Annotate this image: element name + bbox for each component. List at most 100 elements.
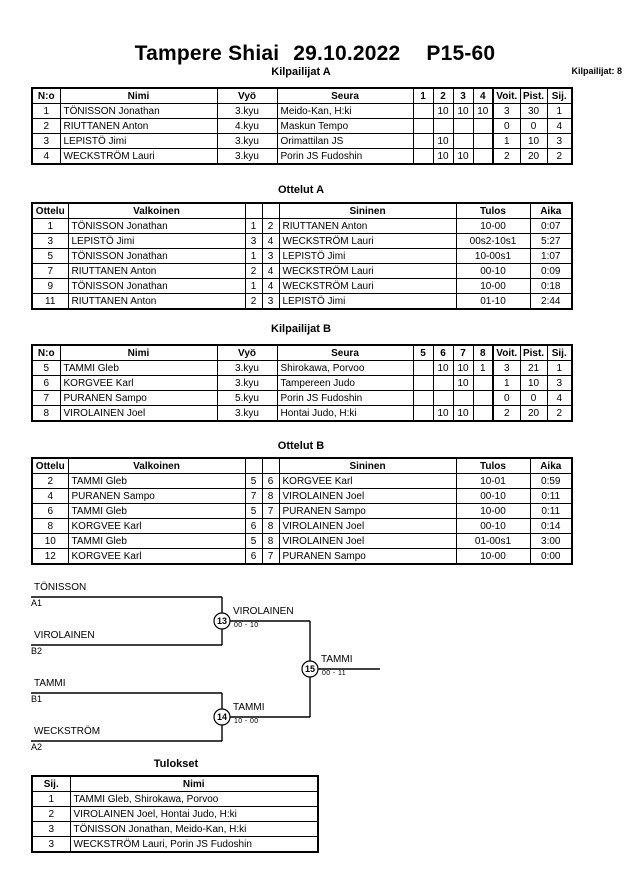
competitor-belt: 5.kyu [216,390,278,406]
bracket-entry-name-2: VIROLAINEN [34,630,95,641]
blue-competitor: WECKSTRÖM Lauri [278,233,457,249]
match-number: 3 [31,233,69,249]
match-score-2 [432,118,454,134]
white-competitor: TÖNISSON Jonathan [67,278,246,294]
blue-competitor-number: 3 [261,293,280,310]
match-score-2: 10 [432,148,454,165]
col-match-7: 7 [452,344,474,361]
white-competitor-number: 6 [244,548,263,565]
col-rank: Sij. [31,775,71,792]
match-result: 00-10 [455,263,531,279]
match-time: 2:44 [529,293,573,310]
blue-competitor: PURANEN Sampo [278,503,457,519]
col-match-no: Ottelu [31,457,69,474]
blue-competitor-number: 6 [261,473,280,489]
event-name: Tampere Shiai [134,42,280,65]
competitor-name: WECKSTRÖM Lauri [59,148,218,165]
bracket-lines [31,596,380,742]
match-score-1 [412,390,434,406]
blue-competitor-number: 3 [261,248,280,264]
white-competitor: KORGVEE Karl [67,548,246,565]
match-time: 0:18 [529,278,573,294]
blue-competitor: PURANEN Sampo [278,548,457,565]
match-score-1 [412,133,434,149]
col-blue: Sininen [278,202,457,219]
pool-a-table: N:o Nimi Vyö Seura 1 2 3 4 Voit. Pist. S… [31,87,573,165]
match-score-1 [412,148,434,165]
match-time: 0:14 [529,518,573,534]
match-number: 10 [31,533,69,549]
blue-competitor-number: 7 [261,548,280,565]
competitor-wins: 3 [492,360,521,376]
match-result: 01-00s1 [455,533,531,549]
white-competitor-number: 6 [244,518,263,534]
competitor-club: Hontai Judo, H:ki [276,405,414,422]
match-score-2 [432,375,454,391]
bracket-entry-seed-4: A2 [31,742,43,752]
competitor-club: Tampereen Judo [276,375,414,391]
matches-b-caption: Ottelut B [277,440,325,452]
competitor-number: 1 [31,103,61,119]
white-competitor: TÖNISSON Jonathan [67,248,246,264]
blue-competitor-number: 8 [261,488,280,504]
result-name: VIROLAINEN Joel, Hontai Judo, H:ki [69,806,319,822]
match-result: 10-00s1 [455,248,531,264]
col-white: Valkoinen [67,457,246,474]
col-name: Nimi [59,87,218,104]
pool-b-table: N:o Nimi Vyö Seura 5 6 7 8 Voit. Pist. S… [31,344,573,422]
col-wins: Voit. [492,344,521,361]
col-rank: Sij. [546,344,573,361]
competitor-rank: 2 [546,148,573,165]
match-time: 0:09 [529,263,573,279]
competitor-points: 20 [519,148,548,165]
competitor-wins: 3 [492,103,521,119]
col-result: Tulos [455,457,531,474]
competitor-club: Shirokawa, Porvoo [276,360,414,376]
blue-competitor: LEPISTÖ Jimi [278,293,457,310]
competitor-number: 7 [31,390,61,406]
match-score-2: 10 [432,103,454,119]
competitor-name: TÖNISSON Jonathan [59,103,218,119]
bracket-match-number-13: 13 [216,616,227,626]
matches-b-header-row: Ottelu Valkoinen Sininen Tulos Aika [31,457,573,474]
match-score-3: 10 [452,375,474,391]
col-white-no [244,202,263,219]
match-result: 10-00 [455,503,531,519]
result-rank: 3 [31,821,71,837]
match-number: 1 [31,218,69,234]
col-blue-no [261,457,280,474]
result-name: TAMMI Gleb, Shirokawa, Porvoo [69,791,319,807]
competitor-points: 20 [519,405,548,422]
match-number: 4 [31,488,69,504]
col-rank: Sij. [546,87,573,104]
competitor-points: 10 [519,375,548,391]
white-competitor-number: 1 [244,248,263,264]
competitor-name: PURANEN Sampo [59,390,218,406]
match-time: 5:27 [529,233,573,249]
blue-competitor-number: 7 [261,503,280,519]
competitor-points: 21 [519,360,548,376]
match-time: 0:11 [529,488,573,504]
result-rank: 1 [31,791,71,807]
event-category: P15-60 [426,42,496,65]
bracket-entry-seed-3: B1 [31,694,43,704]
col-belt: Vyö [216,344,278,361]
match-result: 00s2-10s1 [455,233,531,249]
bracket-entry-seed-2: B2 [31,646,43,656]
white-competitor: PURANEN Sampo [67,488,246,504]
match-number: 11 [31,293,69,310]
pool-a-caption: Kilpailijat A [271,66,331,78]
competitor-name: VIROLAINEN Joel [59,405,218,422]
match-score-3: 10 [452,148,474,165]
